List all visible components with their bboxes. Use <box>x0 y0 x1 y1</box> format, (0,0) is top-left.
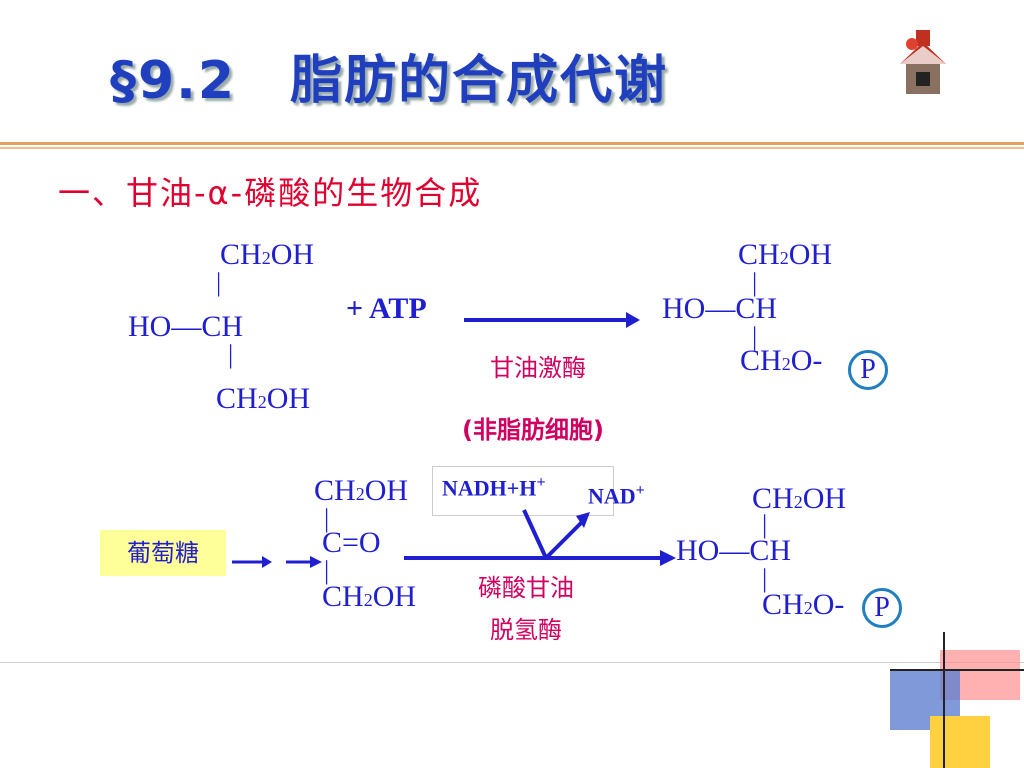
cofactor-box <box>432 466 614 516</box>
bond-line: | <box>216 268 222 297</box>
nadh-label: NADH+H+ <box>442 474 546 501</box>
dhap-bottom: CH2OH <box>322 580 417 613</box>
glycerol-mid: HO—CH <box>128 310 244 343</box>
product-bottom: CH2O- <box>740 344 823 377</box>
header-rule <box>0 142 1024 145</box>
glucose-label: 葡萄糖 <box>100 530 226 576</box>
bond-line: | <box>752 322 758 351</box>
home-icon[interactable] <box>896 28 950 102</box>
bond-line: | <box>324 556 330 585</box>
bond-line: | <box>324 504 330 533</box>
bond-line: | <box>762 564 768 593</box>
dhap-mid: C=O <box>322 526 381 559</box>
enzyme-note: (非脂肪细胞) <box>462 416 604 444</box>
product-mid: HO—CH <box>662 292 778 325</box>
section-heading: 一、甘油-α-磷酸的生物合成 <box>58 174 483 212</box>
product2-top: CH2OH <box>752 482 847 515</box>
phosphate-circle: P <box>848 350 888 390</box>
arrow-icon <box>232 556 322 568</box>
product2-bottom: CH2O- <box>762 588 845 621</box>
nad-label: NAD+ <box>588 482 645 509</box>
atp-label: + ATP <box>346 292 427 325</box>
page-title: §9.2 脂肪的合成代谢 <box>110 51 669 111</box>
reaction-arrow <box>404 509 676 566</box>
footer-rule <box>0 662 1024 663</box>
product2-mid: HO—CH <box>676 534 792 567</box>
bond-line: | <box>752 268 758 297</box>
phosphate-circle: P <box>862 588 902 628</box>
decoration-blocks <box>890 632 1024 768</box>
header-rule-secondary <box>0 147 1024 149</box>
enzyme-label: 甘油激酶 <box>490 354 586 382</box>
glycerol-top: CH2OH <box>220 238 315 271</box>
glycerol-bottom: CH2OH <box>216 382 311 415</box>
product-top: CH2OH <box>738 238 833 271</box>
bond-line: | <box>762 510 768 539</box>
enzyme-label-line2: 脱氢酶 <box>490 616 562 644</box>
dhap-top: CH2OH <box>314 474 409 507</box>
bond-line: | <box>228 340 234 369</box>
reaction-arrow <box>464 312 640 328</box>
enzyme-label-line1: 磷酸甘油 <box>478 574 574 602</box>
